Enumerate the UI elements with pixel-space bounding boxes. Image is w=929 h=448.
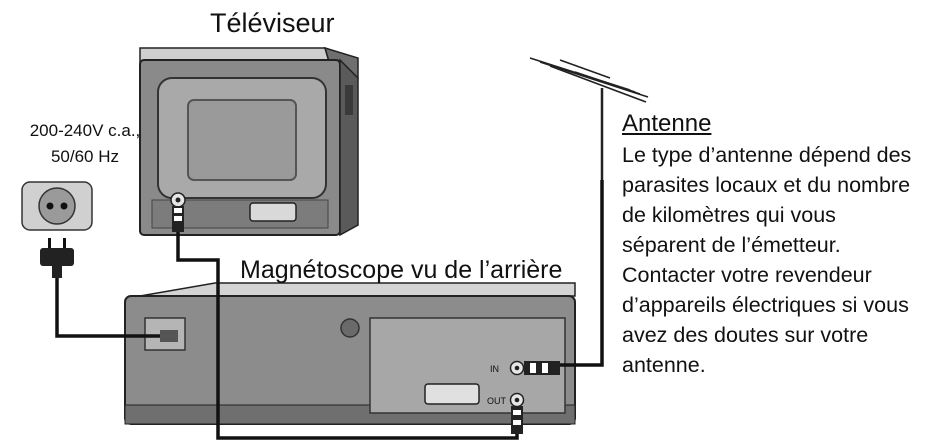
- tv-scart-port: [249, 202, 297, 222]
- antenna-cable: [560, 180, 604, 367]
- wall-socket: [21, 181, 93, 231]
- power-spec-line1: 200-240V c.a.,: [29, 121, 141, 140]
- cables: [55, 180, 604, 440]
- antenna-desc-line: avez des doutes sur votre: [622, 323, 869, 347]
- power-spec-line2: 50/60 Hz: [50, 147, 120, 166]
- out-port-label: OUT: [487, 396, 507, 406]
- antenna-desc-line: de kilomètres qui vous: [622, 203, 836, 227]
- antenna-desc-line: séparent de l’émetteur.: [622, 233, 841, 257]
- antenna-title: Antenne: [622, 110, 712, 137]
- antenna: [529, 57, 649, 180]
- tv-label: Téléviseur: [210, 8, 335, 38]
- antenna-desc-line: parasites locaux et du nombre: [622, 173, 911, 197]
- power-spec: 200-240V c.a., 50/60 Hz: [0, 118, 170, 170]
- antenna-description: Le type d’antenne dépend des parasites l…: [622, 140, 928, 380]
- in-port-label: IN: [490, 364, 499, 374]
- power-plug: [40, 238, 74, 278]
- vcr-label: Magnétoscope vu de l’arrière: [240, 256, 563, 284]
- antenna-desc-line: Contacter votre revendeur: [622, 263, 872, 287]
- antenna-desc-line: d’appareils électriques si vous: [622, 293, 909, 317]
- connectors: [172, 206, 560, 434]
- vcr-scart-port: [424, 383, 480, 405]
- tv-vcr-cable: [176, 232, 519, 440]
- power-cable: [55, 278, 160, 338]
- antenna-desc-line: Le type d’antenne dépend des: [622, 143, 912, 167]
- antenna-desc-line: antenne.: [622, 353, 706, 377]
- vcr-rear: IN OUT: [124, 282, 576, 425]
